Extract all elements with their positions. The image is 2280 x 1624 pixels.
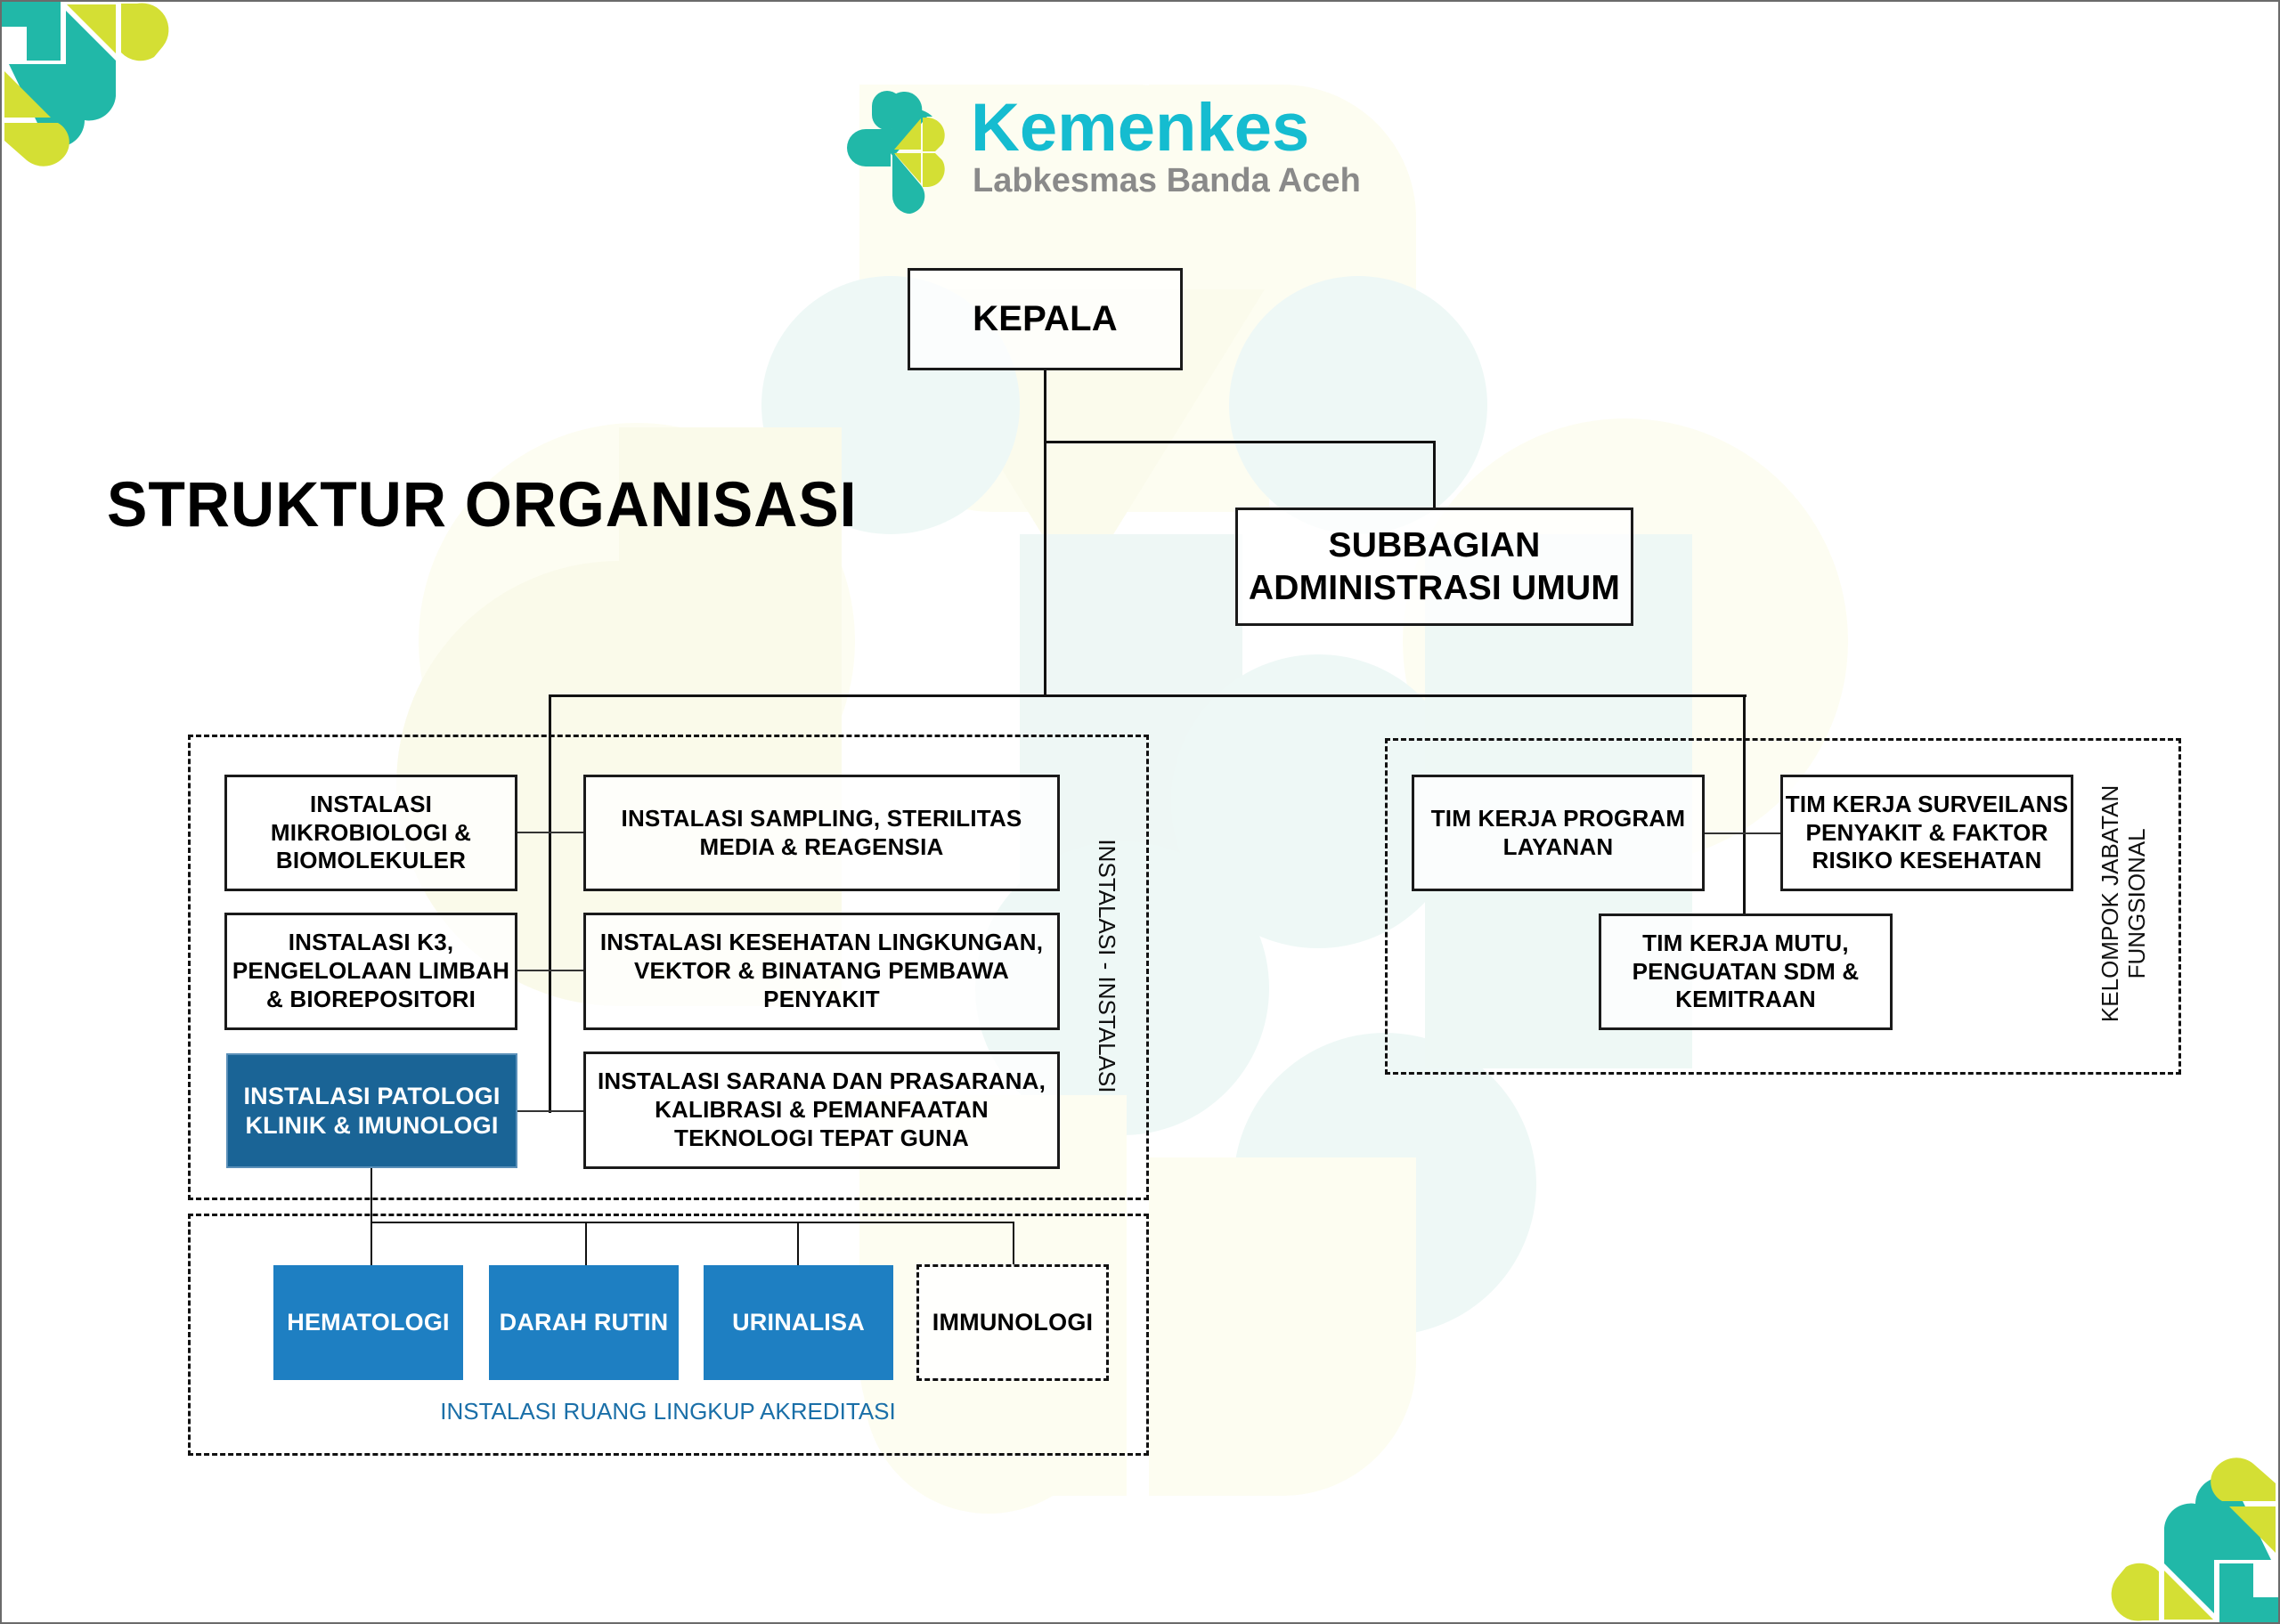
work-team-label: TIM KERJA PROGRAM LAYANAN [1430,804,1686,860]
brand-name: Kemenkes [971,90,1310,166]
installation-label: INSTALASI SARANA DAN PRASARANA, KALIBRAS… [597,1068,1046,1151]
org-box-work-team[interactable]: TIM KERJA MUTU, PENGUATAN SDM & KEMITRAA… [1599,914,1893,1030]
unit-label: URINALISA [732,1309,865,1336]
org-box-head-label: KEPALA [973,299,1118,339]
accreditation-scope-label: INSTALASI RUANG LINGKUP AKREDITASI [440,1398,896,1425]
connector-inst-row3 [517,1110,584,1112]
work-team-label: TIM KERJA SURVEILANS PENYAKIT & FAKTOR R… [1785,790,2069,874]
org-box-installation[interactable]: INSTALASI SARANA DAN PRASARANA, KALIBRAS… [583,1052,1060,1169]
org-box-head[interactable]: KEPALA [908,268,1183,370]
org-box-installation[interactable]: INSTALASI SAMPLING, STERILITAS MEDIA & R… [583,775,1060,891]
functional-group [1385,738,2181,1075]
org-box-installation[interactable]: INSTALASI KESEHATAN LINGKUNGAN, VEKTOR &… [583,913,1060,1030]
installation-label: INSTALASI PATOLOGI KLINIK & IMUNOLOGI [243,1082,501,1139]
kemenkes-logo-icon [847,91,945,214]
installations-group [188,735,1149,1200]
connector-patologi-drop [370,1167,372,1266]
connector-unit-2 [585,1222,587,1266]
corner-decoration-bottom-right [2111,1458,2280,1624]
org-box-unit-planned[interactable]: IMMUNOLOGI [916,1264,1109,1381]
org-box-unit[interactable]: URINALISA [704,1265,893,1380]
functional-group-label: KELOMPOK JABATAN FUNGSIONAL [2097,784,2150,1023]
org-box-unit[interactable]: HEMATOLOGI [273,1265,463,1380]
connector-units-bus [370,1222,1014,1223]
connector-head-trunk [1044,369,1046,697]
org-box-installation[interactable]: INSTALASI MIKROBIOLOGI & BIOMOLEKULER [224,775,517,891]
connector-admin-drop [1433,441,1436,508]
connector-inst-row2 [517,970,584,971]
connector-installations-trunk [549,694,551,1113]
work-team-label: TIM KERJA MUTU, PENGUATAN SDM & KEMITRAA… [1632,929,1860,1013]
connector-unit-3 [797,1222,799,1266]
connector-admin-branch [1044,441,1436,443]
connector-main-bus [549,694,1747,697]
connector-unit-4 [1013,1222,1014,1266]
brand-subtitle: Labkesmas Banda Aceh [973,162,1361,199]
org-box-work-team[interactable]: TIM KERJA PROGRAM LAYANAN [1412,775,1705,891]
installations-group-label: INSTALASI - INSTALASI [1093,839,1120,1093]
unit-label: IMMUNOLOGI [932,1309,1094,1336]
accreditation-scope-group [188,1214,1149,1456]
org-box-admin[interactable]: SUBBAGIAN ADMINISTRASI UMUM [1235,508,1633,626]
connector-teams-trunk [1743,694,1746,914]
unit-label: HEMATOLOGI [287,1309,450,1336]
installation-label: INSTALASI SAMPLING, STERILITAS MEDIA & R… [621,804,1022,860]
org-box-unit[interactable]: DARAH RUTIN [489,1265,679,1380]
org-box-installation-highlighted[interactable]: INSTALASI PATOLOGI KLINIK & IMUNOLOGI [226,1053,517,1168]
corner-decoration-top-left [0,0,169,166]
installation-label: INSTALASI KESEHATAN LINGKUNGAN, VEKTOR &… [599,929,1044,1012]
connector-inst-row1 [517,832,584,833]
org-box-installation[interactable]: INSTALASI K3, PENGELOLAAN LIMBAH & BIORE… [224,913,517,1030]
org-box-admin-label: SUBBAGIAN ADMINISTRASI UMUM [1248,525,1621,607]
connector-team-row1 [1704,832,1781,834]
unit-label: DARAH RUTIN [499,1309,669,1336]
installation-label: INSTALASI K3, PENGELOLAAN LIMBAH & BIORE… [232,929,510,1012]
org-box-work-team[interactable]: TIM KERJA SURVEILANS PENYAKIT & FAKTOR R… [1780,775,2073,891]
installation-label: INSTALASI MIKROBIOLOGI & BIOMOLEKULER [270,790,472,874]
page-title: STRUKTUR ORGANISASI [107,469,858,540]
